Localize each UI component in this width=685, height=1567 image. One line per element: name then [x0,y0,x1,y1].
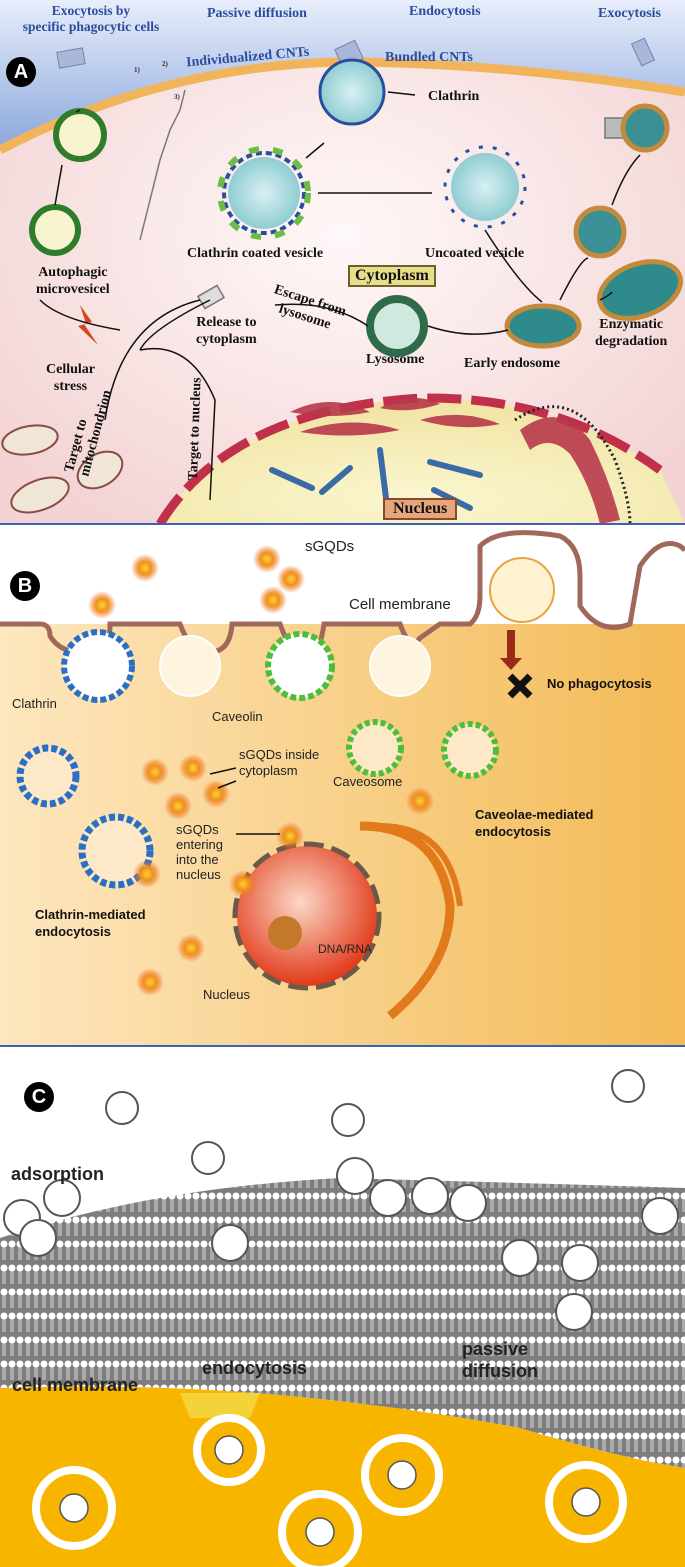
label-caveosome: Caveosome [333,774,403,789]
label-bundled-cnts: Bundled CNTs [385,50,473,65]
label-sgqds-entering: sGQDs entering into the nucleus [176,822,223,882]
label-uncoated-vesicle: Uncoated vesicle [425,246,525,261]
label-sgqds: sGQDs [305,538,355,555]
label-cellular-stress: Cellular stress [46,362,95,394]
label-nucleus: Nucleus [383,498,458,520]
panel-b-illustration [0,526,685,1046]
pathway-number-1: 1) [134,66,140,74]
label-passive-diffusion: Passive diffusion [207,6,307,21]
panel-c-badge: C [24,1082,54,1112]
panel-a-badge: A [6,57,36,87]
label-caveolin: Caveolin [212,709,263,724]
label-enzymatic-degradation: Enzymatic degradation [595,317,668,349]
label-clathrin-coated-vesicle: Clathrin coated vesicle [187,246,324,261]
label-caveolae-mediated: Caveolae-mediated endocytosis [475,807,594,839]
separator-b-c [0,1045,685,1047]
panel-c-illustration [0,1048,685,1567]
label-endocytosis-c: endocytosis [202,1358,308,1378]
label-adsorption: adsorption [11,1164,104,1184]
label-exocytosis-phagocytic: Exocytosis by specific phagocytic cells [22,3,160,34]
label-autophagic-microvesicle: Autophagic microvesicel [36,265,110,297]
label-exocytosis-top: Exocytosis [598,6,661,21]
label-no-phagocytosis: No phagocytosis [547,676,652,691]
label-release-to-cytoplasm: Release to cytoplasm [196,315,257,347]
label-clathrin-b: Clathrin [12,696,57,711]
label-dna-rna: DNA/RNA [318,942,373,956]
panel-a: A Exocytosis by specific phagocytic cell… [0,0,685,524]
pathway-number-2: 2) [162,60,168,68]
separator-a-b [0,523,685,525]
label-cytoplasm: Cytoplasm [348,265,436,287]
label-cell-membrane-c: cell membrane [12,1375,139,1395]
label-endocytosis-top: Endocytosis [409,4,481,19]
panel-a-illustration [0,0,685,524]
label-lysosome: Lysosome [366,352,425,367]
label-clathrin-mediated: Clathrin-mediated endocytosis [35,907,146,939]
label-early-endosome: Early endosome [464,356,561,371]
label-clathrin: Clathrin [428,89,480,104]
panel-b-badge: B [10,571,40,601]
label-cell-membrane-b: Cell membrane [349,596,451,613]
label-sgqds-inside: sGQDs inside cytoplasm [239,747,320,778]
panel-b: B sGQDs Cell membrane No phagocytosis Cl… [0,526,685,1046]
label-nucleus-b: Nucleus [203,987,250,1002]
label-passive-diffusion-c: passive diffusion [462,1339,538,1381]
panel-c: C adsorption endocytosis passive diffusi… [0,1048,685,1567]
pathway-number-3: 3) [174,93,180,101]
